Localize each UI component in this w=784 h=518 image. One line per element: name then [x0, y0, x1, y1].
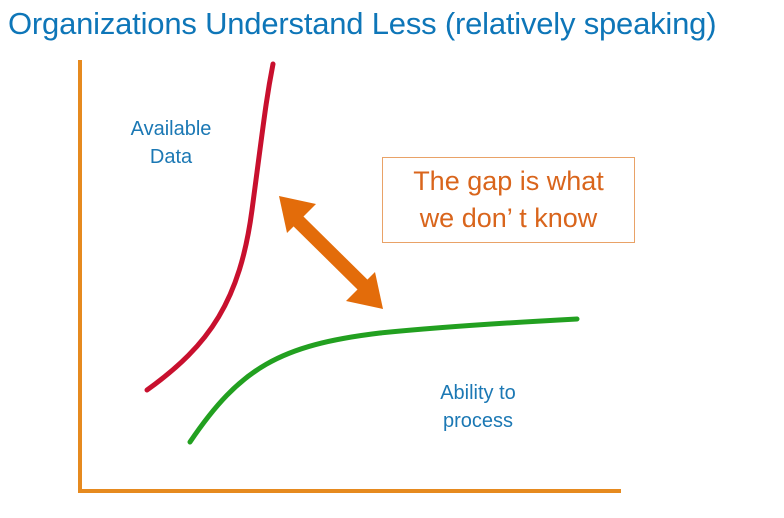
ability-curve: [187, 316, 580, 445]
slide-title: Organizations Understand Less (relativel…: [8, 6, 717, 41]
available-data-label: Available Data: [130, 118, 212, 168]
available-data-curve: [144, 61, 276, 393]
double-arrow-icon: [279, 196, 383, 309]
ability-to-process-label: Ability to process: [440, 382, 516, 432]
gap-callout: The gap is what we don’ t know: [382, 157, 635, 243]
